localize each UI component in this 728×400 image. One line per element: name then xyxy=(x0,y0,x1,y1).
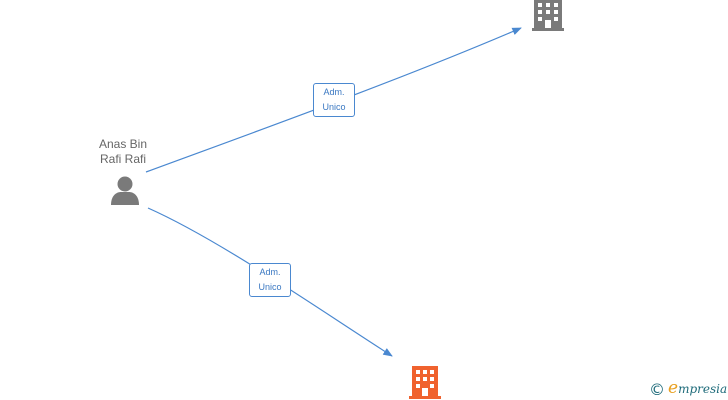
brand-logo-text: mpresia xyxy=(678,382,728,396)
relation-label[interactable]: Adm. Unico xyxy=(249,263,291,297)
person-name[interactable]: Anas Bin Rafi Rafi xyxy=(82,137,164,167)
person-name-line1: Anas Bin xyxy=(98,137,148,151)
copyright-icon: © xyxy=(649,380,665,399)
person-name-line2: Rafi Rafi xyxy=(99,152,146,166)
building-icon[interactable] xyxy=(532,0,564,31)
relation-label-line2: Unico xyxy=(322,102,346,112)
relation-label-line2: Unico xyxy=(258,282,282,292)
brand-logo-initial: e xyxy=(668,378,679,398)
brand-logo[interactable]: ©empresia xyxy=(649,378,727,399)
relation-label-line1: Adm. xyxy=(259,267,281,277)
relation-label[interactable]: Adm. Unico xyxy=(313,83,355,117)
person-icon[interactable] xyxy=(111,176,139,206)
building-icon[interactable] xyxy=(409,366,441,399)
relation-label-line1: Adm. xyxy=(323,87,345,97)
